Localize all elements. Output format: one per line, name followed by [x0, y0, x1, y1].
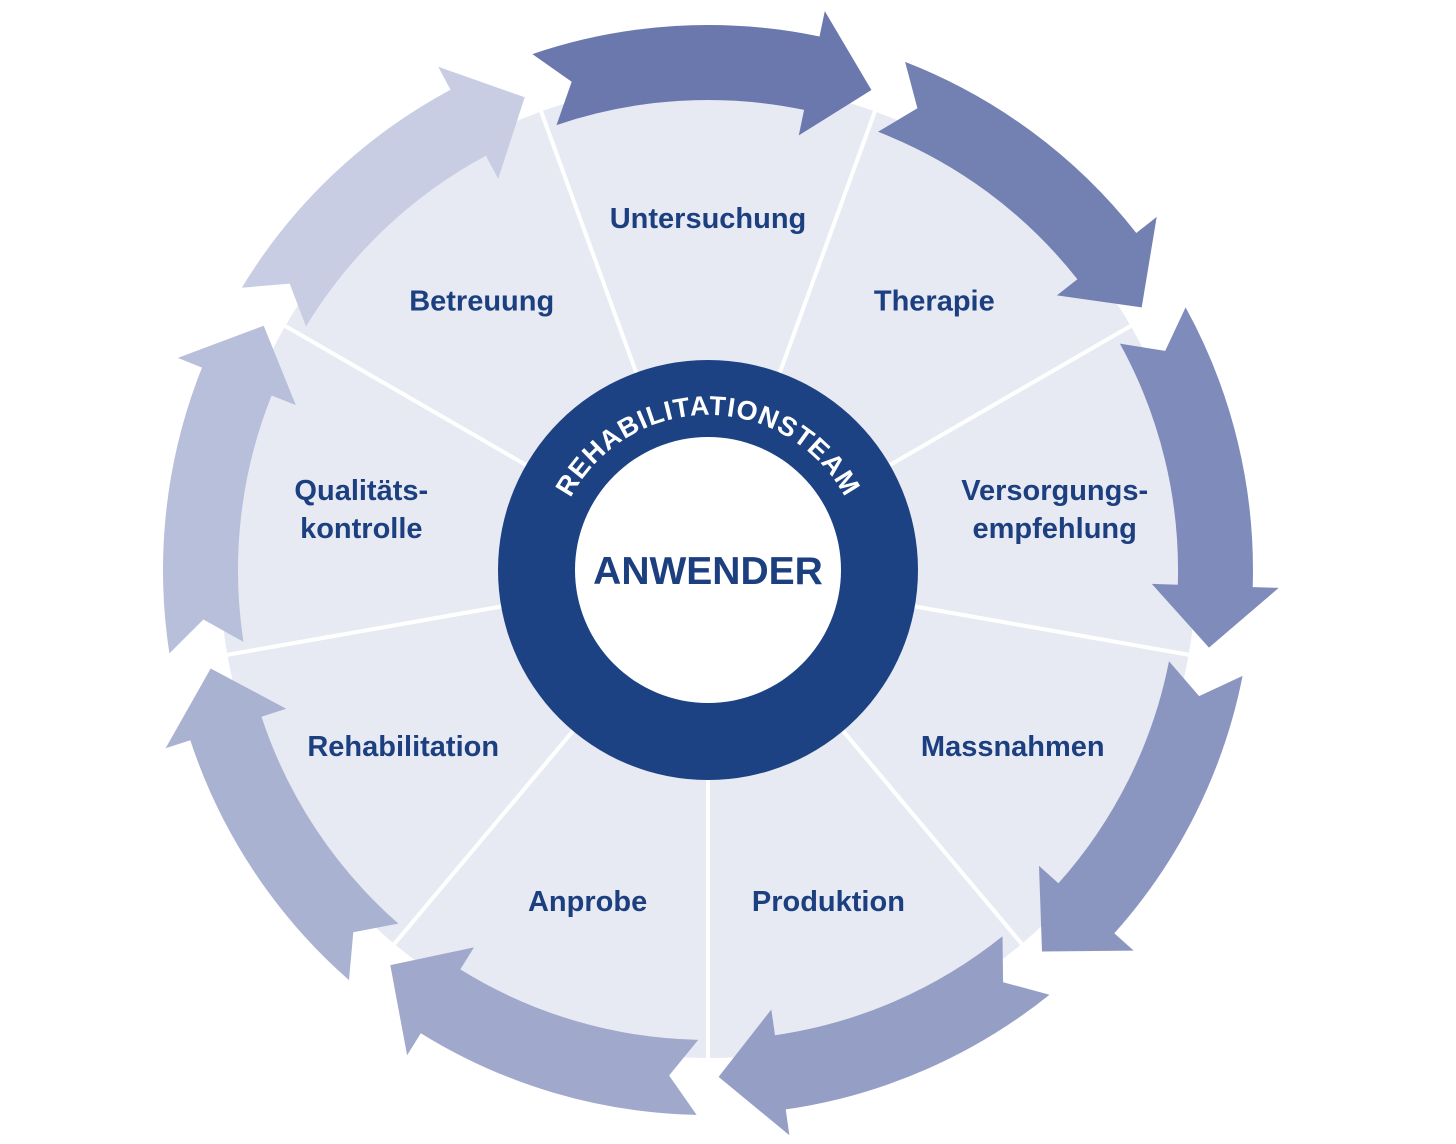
segment-label-therapie: Therapie — [874, 285, 995, 317]
segment-label-line: Betreuung — [409, 285, 554, 317]
cycle-arrow-8 — [162, 325, 296, 654]
segment-label-line: kontrolle — [300, 513, 422, 545]
segment-label-line: empfehlung — [973, 513, 1137, 545]
center-label: ANWENDER — [593, 550, 823, 593]
cycle-arrow-2 — [878, 61, 1157, 308]
center-hub: REHABILITATIONSTEAM ANWENDER — [498, 360, 918, 780]
segment-label-betreuung: Betreuung — [409, 285, 554, 317]
segment-label-rehabilitation: Rehabilitation — [307, 731, 499, 763]
segment-label-line: Versorgungs- — [961, 475, 1148, 507]
segment-label-produktion: Produktion — [752, 886, 905, 918]
segment-label-untersuchung: Untersuchung — [610, 203, 807, 235]
cycle-arrow-7 — [165, 668, 399, 981]
segment-label-line: Anprobe — [528, 886, 647, 918]
segment-label-qualitaetskontrolle: Qualitäts-kontrolle — [294, 475, 428, 545]
cycle-arrow-1 — [532, 11, 872, 136]
segment-label-line: Therapie — [874, 285, 995, 317]
segment-label-massnahmen: Massnahmen — [921, 731, 1105, 763]
cycle-arrow-5 — [718, 936, 1050, 1136]
segment-label-versorgungsempfehlung: Versorgungs-empfehlung — [961, 475, 1148, 545]
segment-label-line: Produktion — [752, 886, 905, 918]
segment-label-anprobe: Anprobe — [528, 886, 647, 918]
cycle-arrow-3 — [1119, 307, 1279, 648]
labels-layer: UntersuchungTherapieVersorgungs-empfehlu… — [294, 203, 1148, 918]
cycle-arrow-6 — [390, 947, 699, 1115]
segment-label-line: Qualitäts- — [294, 475, 428, 507]
segment-label-line: Rehabilitation — [307, 731, 499, 763]
cycle-arrow-9 — [241, 66, 525, 327]
segment-label-line: Untersuchung — [610, 203, 807, 235]
segment-label-line: Massnahmen — [921, 731, 1105, 763]
user-core — [575, 437, 841, 703]
cycle-arrow-4 — [1039, 661, 1243, 952]
arrows-layer — [162, 11, 1279, 1136]
